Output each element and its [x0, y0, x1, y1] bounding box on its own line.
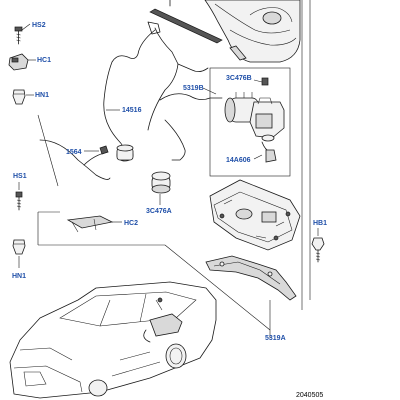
bolt-hb1 — [311, 228, 325, 263]
canister-3c476a — [151, 171, 171, 205]
vehicle-outline — [9, 281, 217, 399]
air-compressor — [224, 92, 285, 163]
bracket-5319a — [205, 255, 297, 301]
label-hb1: HB1 — [313, 220, 327, 227]
label-5319b: 5319B — [183, 85, 204, 92]
relay-small — [261, 77, 269, 86]
label-14a606: 14A606 — [226, 157, 251, 164]
nut-hn1-bottom — [12, 239, 26, 268]
label-hc1: HC1 — [37, 57, 51, 64]
label-hn1-top: HN1 — [35, 92, 49, 99]
screw-hs2 — [14, 23, 31, 45]
screw-hs1 — [15, 182, 23, 211]
leader-5319b — [202, 87, 217, 95]
compressor-box — [209, 67, 291, 177]
compressor-tray — [209, 179, 301, 251]
label-1564: 1564 — [66, 149, 82, 156]
label-hc2: HC2 — [124, 220, 138, 227]
clip-hc2 — [66, 215, 122, 233]
upper-cover-assembly — [204, 0, 301, 63]
reference-number: 2040505 — [296, 392, 323, 399]
nut-hn1-top — [12, 89, 34, 105]
label-hn1-bottom: HN1 — [12, 273, 26, 280]
frame-lines — [37, 0, 311, 338]
trim-strip — [149, 0, 223, 44]
label-hs2: HS2 — [32, 22, 46, 29]
label-3c476a: 3C476A — [146, 208, 172, 215]
label-hs1: HS1 — [13, 173, 27, 180]
filter-canister — [116, 144, 134, 162]
leader-hn1-diag — [37, 114, 59, 187]
connector-1564 — [84, 145, 109, 155]
label-14516: 14516 — [122, 107, 142, 114]
label-5319a: 5319A — [265, 335, 286, 342]
clip-hc1 — [8, 53, 36, 71]
label-3c476b: 3C476B — [226, 75, 252, 82]
air-hose-14516 — [39, 21, 223, 180]
